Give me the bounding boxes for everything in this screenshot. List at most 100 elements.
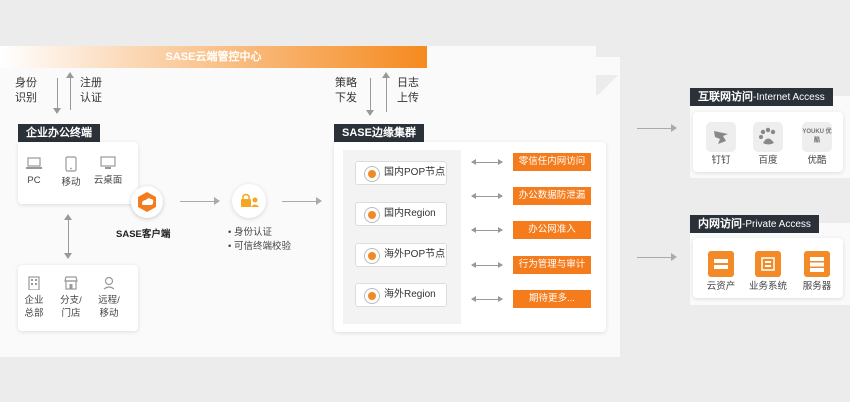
private-access-title-text: 内网访问 <box>698 218 742 230</box>
device-cloud-desktop-label: 云桌面 <box>93 175 123 186</box>
identity-label-line2: 识别 <box>15 92 37 104</box>
node-domestic-pop: 国内POP节点 <box>355 161 447 185</box>
server-icon <box>804 251 830 277</box>
to-internet-arrow-head <box>671 124 677 132</box>
device-cloud-desktop: 云桌面 <box>92 156 124 187</box>
lock-user-icon <box>232 184 266 218</box>
site-remote: 远程/ 移动 <box>92 276 126 320</box>
dingtalk-label: 钉钉 <box>711 155 731 166</box>
site-branch: 分支/ 门店 <box>56 276 86 320</box>
terminal-sites-arrow-top <box>64 214 72 220</box>
enterprise-terminal-title: 企业办公终端 <box>18 124 100 142</box>
feature-arrow-1 <box>471 159 503 165</box>
building-icon <box>28 276 40 291</box>
identity-label-line1: 身份 <box>15 77 37 89</box>
log-arrow <box>386 76 387 112</box>
feature-arrow-2 <box>471 193 503 199</box>
identity-label: 身份 识别 <box>15 76 37 106</box>
device-pc-label: PC <box>27 175 41 186</box>
log-arrow-head <box>382 72 390 78</box>
store-icon <box>64 276 78 290</box>
private-access-subtitle: -Private Access <box>742 219 811 230</box>
identity-arrow-head <box>53 108 61 114</box>
header-bar <box>0 46 427 68</box>
business-system-label: 业务系统 <box>748 281 787 292</box>
site-branch-label-1: 分支/ <box>60 295 82 306</box>
feature-audit: 行为管理与审计 <box>513 256 591 274</box>
sase-client-label: SASE客户端 <box>116 229 171 240</box>
youku-label: 优酷 <box>807 155 827 166</box>
feature-dlp: 办公数据防泄漏 <box>513 187 591 205</box>
laptop-icon <box>26 157 42 169</box>
site-remote-label-2: 移动 <box>99 308 119 319</box>
policy-label: 策略 下发 <box>335 76 357 106</box>
node-domestic-region-label: 国内Region <box>384 208 436 219</box>
policy-arrow <box>370 78 371 112</box>
node-ring-icon <box>364 248 380 264</box>
control-center-panel-corner <box>596 75 620 95</box>
to-private-arrow-head <box>671 253 677 261</box>
business-system-icon <box>755 251 781 277</box>
youku-icon: YOUKU 优酷 <box>802 122 832 152</box>
auth-to-edge-arrow <box>282 201 318 202</box>
edge-cluster-title: SASE边缘集群 <box>334 124 424 142</box>
register-label-line2: 认证 <box>80 92 102 104</box>
policy-arrow-head <box>366 110 374 116</box>
youku-logo-text: YOUKU 优酷 <box>802 129 832 144</box>
internet-access-subtitle: -Internet Access <box>753 92 825 103</box>
node-ring-icon <box>364 166 380 182</box>
client-to-auth-arrow <box>180 201 216 202</box>
terminal-sites-arrow-bottom <box>64 253 72 259</box>
client-to-auth-arrow-head <box>214 197 220 205</box>
site-remote-label-1: 远程/ <box>98 295 120 306</box>
dingtalk-icon <box>706 122 736 152</box>
cloud-asset-icon <box>708 251 734 277</box>
node-overseas-pop-label: 海外POP节点 <box>384 249 446 260</box>
node-overseas-region: 海外Region <box>355 283 447 307</box>
to-private-arrow <box>637 257 673 258</box>
sites-card <box>18 265 138 331</box>
site-hq-label-2: 总部 <box>24 308 44 319</box>
register-label-line1: 注册 <box>80 77 102 89</box>
site-hq-label-1: 企业 <box>24 295 44 306</box>
feature-nac: 办公网准入 <box>513 221 591 239</box>
node-overseas-pop: 海外POP节点 <box>355 243 447 267</box>
feature-zero-trust: 零信任内网访问 <box>513 153 591 171</box>
auth-item-trusted-terminal: • 可信终端校验 <box>228 241 291 252</box>
feature-arrow-5 <box>471 296 503 302</box>
feature-more: 期待更多... <box>513 290 591 308</box>
internet-access-title: 互联网访问-Internet Access <box>690 88 833 106</box>
register-arrow <box>70 76 71 110</box>
header-title: SASE云端管控中心 <box>165 51 262 63</box>
private-access-title: 内网访问-Private Access <box>690 215 819 233</box>
register-label: 注册 认证 <box>80 76 102 106</box>
auth-to-edge-arrow-head <box>316 197 322 205</box>
node-overseas-region-label: 海外Region <box>384 289 436 300</box>
to-internet-arrow <box>637 128 673 129</box>
monitor-icon <box>100 156 116 169</box>
log-label-line2: 上传 <box>397 92 419 104</box>
enterprise-terminal-card <box>18 142 138 204</box>
cloud-asset-label: 云资产 <box>706 281 736 292</box>
site-hq: 企业 总部 <box>20 276 48 320</box>
feature-arrow-3 <box>471 227 503 233</box>
device-mobile-label: 移动 <box>61 177 81 188</box>
register-arrow-head <box>66 72 74 78</box>
policy-label-line1: 策略 <box>335 77 357 89</box>
node-domestic-region: 国内Region <box>355 202 447 226</box>
auth-item-identity: • 身份认证 <box>228 227 272 238</box>
internet-access-title-text: 互联网访问 <box>698 91 753 103</box>
baidu-icon <box>753 122 783 152</box>
location-icon <box>103 276 115 290</box>
log-label-line1: 日志 <box>397 77 419 89</box>
node-domestic-pop-label: 国内POP节点 <box>384 167 446 178</box>
device-mobile: 移动 <box>58 156 84 189</box>
device-pc: PC <box>22 156 46 187</box>
node-ring-icon <box>364 207 380 223</box>
identity-arrow <box>57 78 58 110</box>
terminal-sites-arrow <box>68 218 69 254</box>
feature-arrow-4 <box>471 262 503 268</box>
policy-label-line2: 下发 <box>335 92 357 104</box>
phone-icon <box>65 156 77 172</box>
node-ring-icon <box>364 288 380 304</box>
